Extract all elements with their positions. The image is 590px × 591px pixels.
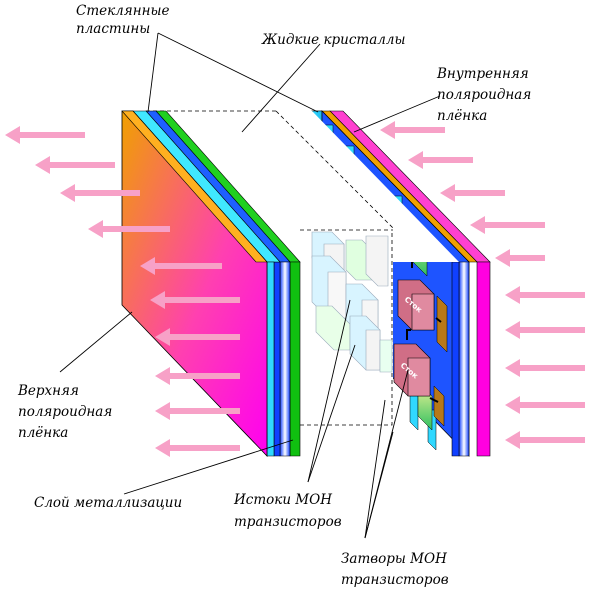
label-gates-2: транзисторов — [341, 572, 449, 588]
arrow-icon — [35, 156, 115, 174]
label-top-polaroid-2: поляроидная — [18, 404, 112, 420]
label-glass-plates-2: пластины — [76, 21, 150, 37]
label-inner-polaroid-1: Внутренняя — [436, 66, 529, 82]
arrow-icon — [408, 151, 473, 169]
label-inner-polaroid-3: плёнка — [437, 108, 487, 124]
arrow-icon — [505, 431, 585, 449]
arrow-icon — [380, 121, 445, 139]
arrow-icon — [155, 328, 240, 346]
arrow-icon — [505, 359, 585, 377]
label-sources-2: транзисторов — [234, 514, 342, 530]
drain-chip: Сток — [393, 329, 439, 403]
label-top-polaroid-1: Верхняя — [17, 383, 79, 399]
drain-chip: Сток — [397, 255, 442, 331]
arrow-icon — [88, 220, 170, 238]
labels: Стеклянные пластины Жидкие кристаллы Вну… — [17, 3, 531, 588]
front-panel — [121, 110, 301, 457]
arrow-icon — [505, 286, 585, 304]
front-light-arrows — [5, 126, 240, 457]
label-sources-1: Истоки МОН — [233, 492, 332, 508]
label-glass-plates-1: Стеклянные — [76, 3, 170, 19]
arrow-icon — [140, 257, 222, 275]
leader-lines — [59, 32, 441, 539]
arrow-icon — [470, 216, 545, 234]
arrow-icon — [155, 439, 240, 457]
label-gates-1: Затворы МОН — [341, 551, 447, 567]
arrow-icon — [5, 126, 85, 144]
arrow-icon — [155, 402, 240, 420]
arrow-icon — [495, 249, 545, 267]
arrow-icon — [60, 184, 140, 202]
arrow-icon — [440, 184, 505, 202]
arrow-icon — [155, 367, 240, 385]
arrow-icon — [505, 396, 585, 414]
rear-light-arrows — [380, 121, 585, 449]
arrow-icon — [150, 291, 240, 309]
arrow-icon — [505, 321, 585, 339]
label-inner-polaroid-2: поляроидная — [437, 87, 531, 103]
label-metal-layer: Слой металлизации — [34, 495, 182, 511]
crystal-cells — [311, 231, 393, 373]
label-liquid-crystals: Жидкие кристаллы — [261, 32, 405, 48]
label-top-polaroid-3: плёнка — [18, 425, 68, 441]
